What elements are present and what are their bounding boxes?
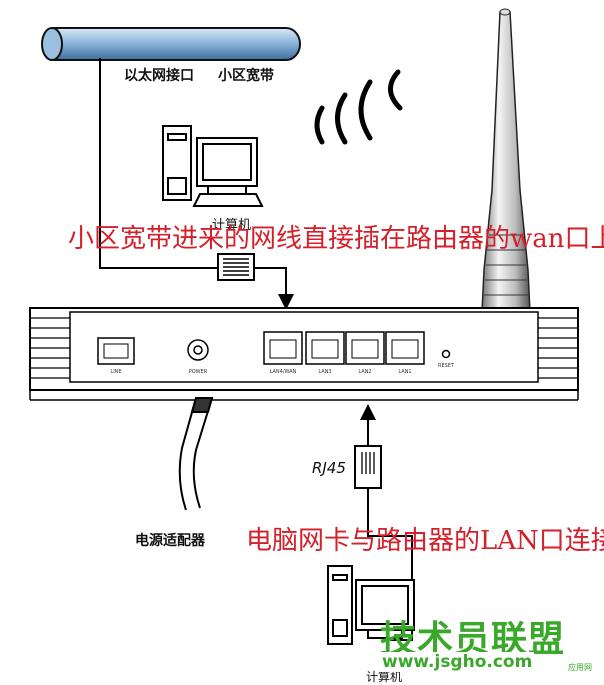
port-label-lan3: LAN3 [318, 369, 332, 375]
port-label-reset: RESET [437, 363, 455, 369]
power-adapter-label: 电源适配器 [135, 533, 205, 549]
port-label-lan1: LAN1 [398, 369, 412, 375]
computer-top-drawing [162, 125, 264, 207]
port-label-power: POWER [188, 369, 208, 375]
wan-rj45-plug [217, 253, 255, 281]
port-label-lan2: LAN2 [358, 369, 372, 375]
port-label-line: LINE [110, 369, 122, 375]
antenna [481, 8, 531, 313]
computer-top-label: 计算机 [212, 218, 252, 233]
power-cable [178, 397, 214, 511]
wifi-waves [314, 69, 403, 145]
lan-cable [367, 416, 413, 641]
watermark-side: 应用网 [568, 663, 592, 672]
broadband-pipe [41, 27, 301, 61]
router-ports [97, 331, 451, 365]
computer-bottom-drawing [327, 565, 415, 645]
community-broadband-label: 小区宽带 [218, 68, 274, 84]
lan-arrow [360, 404, 376, 420]
watermark-url: www.jsgho.com [380, 652, 535, 672]
wan-caption: 小区宽带进来的网线直接插在路由器的wan口上 [68, 224, 604, 254]
ethernet-port-label: 以太网接口 [124, 68, 194, 84]
lan-caption: 电脑网卡与路由器的LAN口连接 [246, 526, 604, 556]
port-label-lan-wan: LAN4/WAN [269, 369, 297, 375]
wan-cable [99, 58, 287, 298]
wan-arrow [278, 294, 294, 310]
rj45-label: RJ45 [312, 459, 346, 477]
lan-rj45-plug [354, 445, 382, 489]
